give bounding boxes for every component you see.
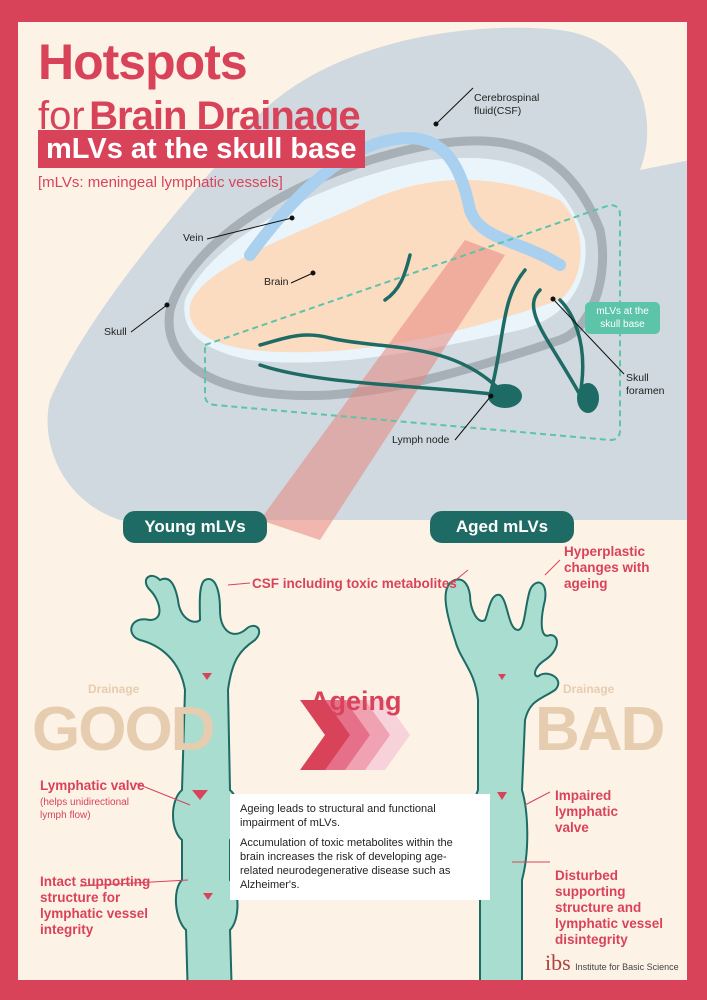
aged-heading: Aged mLVs xyxy=(430,511,574,543)
label-vein: Vein xyxy=(183,232,204,244)
label-csf-toxic: CSF including toxic metabolites xyxy=(252,576,457,591)
flow-arrows xyxy=(192,673,507,900)
mlvs-region xyxy=(204,203,621,442)
infographic: Hotspots for Brain Drainage mLVs at the … xyxy=(18,22,687,980)
summary-box: Ageing leads to structural and functiona… xyxy=(230,794,490,900)
light-beam xyxy=(260,240,505,540)
label-valve-note: (helps unidirectional lymph flow) xyxy=(40,797,129,821)
label-skull: Skull xyxy=(104,326,127,338)
aged-drainage-value: BAD xyxy=(535,695,665,764)
summary-1: Ageing leads to structural and functiona… xyxy=(240,803,436,829)
young-drainage-label: Drainage xyxy=(88,682,140,696)
vein xyxy=(244,132,566,271)
label-lymph-node: Lymph node xyxy=(392,434,450,446)
aged-vessel xyxy=(444,578,560,980)
illustration xyxy=(47,27,687,980)
label-impaired-valve: Impaired lymphatic valve xyxy=(555,788,619,835)
label-lymphatic-valve: Lymphatic valve xyxy=(40,778,145,793)
ibs-mark: ibs xyxy=(545,950,571,975)
ageing-label: Ageing xyxy=(310,686,402,716)
ibs-name: Institute for Basic Science xyxy=(575,962,679,972)
subtitle: [mLVs: meningeal lymphatic vessels] xyxy=(38,174,283,191)
label-intact-structure: Intact supporting structure for lymphati… xyxy=(40,874,151,937)
label-disturbed-structure: Disturbed supporting structure and lymph… xyxy=(555,868,664,947)
young-heading: Young mLVs xyxy=(123,511,267,543)
young-drainage-value: GOOD xyxy=(32,695,215,764)
label-hyperplastic: Hyperplastic changes with ageing xyxy=(564,544,650,591)
ibs-logo: ibs Institute for Basic Science xyxy=(545,950,679,976)
summary-2: Accumulation of toxic metabolites within… xyxy=(240,837,453,891)
title-line-1: Hotspots xyxy=(38,34,248,90)
ageing-chevrons xyxy=(300,700,410,770)
lymphatic-vessels xyxy=(258,253,585,397)
lymph-node-left xyxy=(488,384,522,408)
title-banner: mLVs at the skull base xyxy=(38,130,365,168)
label-mlvs-box: mLVs at the skull base xyxy=(585,302,660,334)
label-skull-foramen: Skull foramen xyxy=(626,372,665,397)
label-csf: Cerebrospinal fluid(CSF) xyxy=(474,92,540,117)
lymph-node-right xyxy=(577,383,599,413)
label-brain: Brain xyxy=(264,276,289,288)
aged-drainage-label: Drainage xyxy=(563,682,615,696)
